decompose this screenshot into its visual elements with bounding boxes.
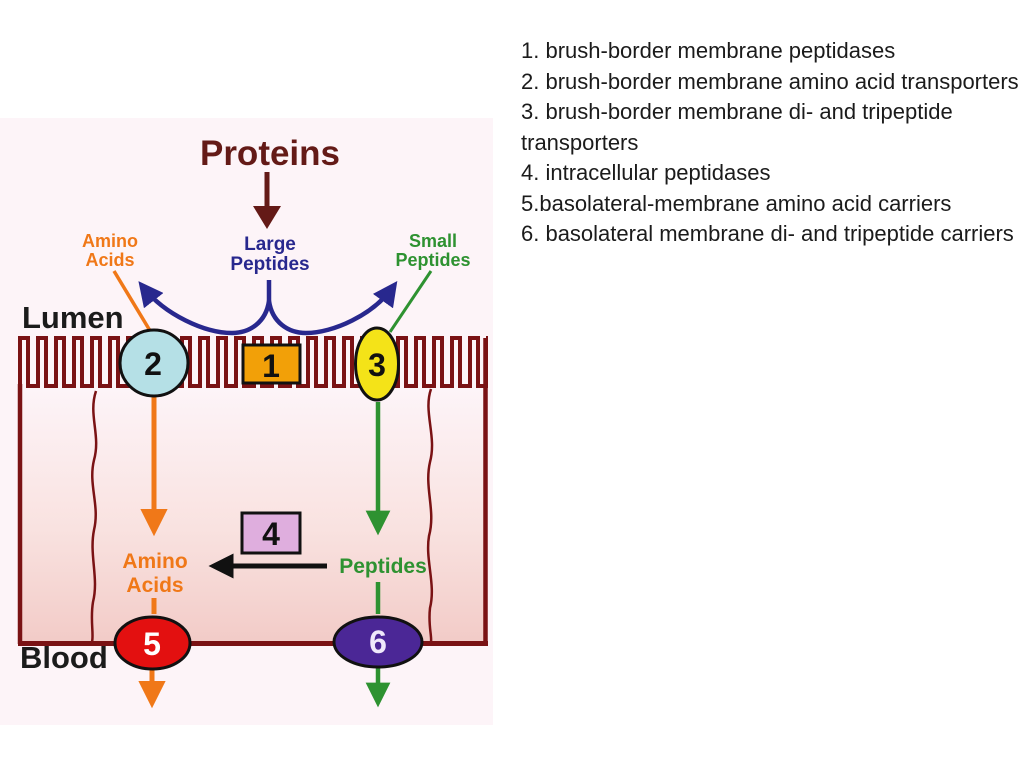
marker-3-ellipse [354,326,400,402]
small-peptides-leader-line [388,270,433,333]
curve-to-small-peptides [266,280,398,336]
marker-2-number: 2 [144,346,162,382]
legend-item-3: 3. brush-border membrane di- and tripept… [521,99,953,155]
small-peptides-label-line2: Peptides [395,250,470,270]
small-peptides-label-line1: Small [409,231,457,251]
curve-to-amino-acids [138,281,272,336]
marker-6-number: 6 [369,624,387,660]
marker-3-number: 3 [368,347,386,383]
amino-acids-leader-line [112,270,154,335]
marker-6-ellipse [332,615,424,669]
amino-acids-lumen-label-line2: Acids [85,250,134,270]
lateral-membrane-right [426,388,434,643]
marker-4-box [240,511,302,555]
legend-item-1: 1. brush-border membrane peptidases [521,38,896,63]
marker-4-number: 4 [262,516,280,552]
legend-item-4: 4. intracellular peptidases [521,160,771,185]
lumen-label: Lumen [22,300,124,335]
legend-item-2: 2. brush-border membrane amino acid tran… [521,68,1019,94]
proteins-arrowhead [253,206,281,229]
marker-2-circle [118,328,190,398]
marker-5-number: 5 [143,626,161,662]
amino-acids-cell-label-line1: Amino [122,550,187,573]
large-peptides-label-line2: Peptides [230,254,309,275]
legend-list: 1. brush-border membrane peptidases 2. b… [521,36,1021,250]
amino-acids-lumen-label-line1: Amino [82,231,138,251]
lateral-membrane-left [90,390,98,643]
blood-label: Blood [20,640,108,675]
protein-absorption-diagram: Proteins Large Peptides Amino Acids Smal… [0,118,493,725]
amino-acids-cell-label-line2: Acids [126,574,183,597]
diagram-canvas: Proteins Large Peptides Amino Acids Smal… [0,118,493,725]
marker-5-ellipse [113,615,192,671]
proteins-label: Proteins [200,134,340,173]
legend-item-6: 6. basolateral membrane di- and tripepti… [521,221,1014,246]
marker-1-number: 1 [262,348,280,384]
legend-item-5: 5.basolateral-membrane amino acid carrie… [521,190,952,216]
marker-1-rect [241,343,302,385]
peptides-cell-label: Peptides [339,555,427,578]
large-peptides-label-line1: Large [244,234,296,255]
